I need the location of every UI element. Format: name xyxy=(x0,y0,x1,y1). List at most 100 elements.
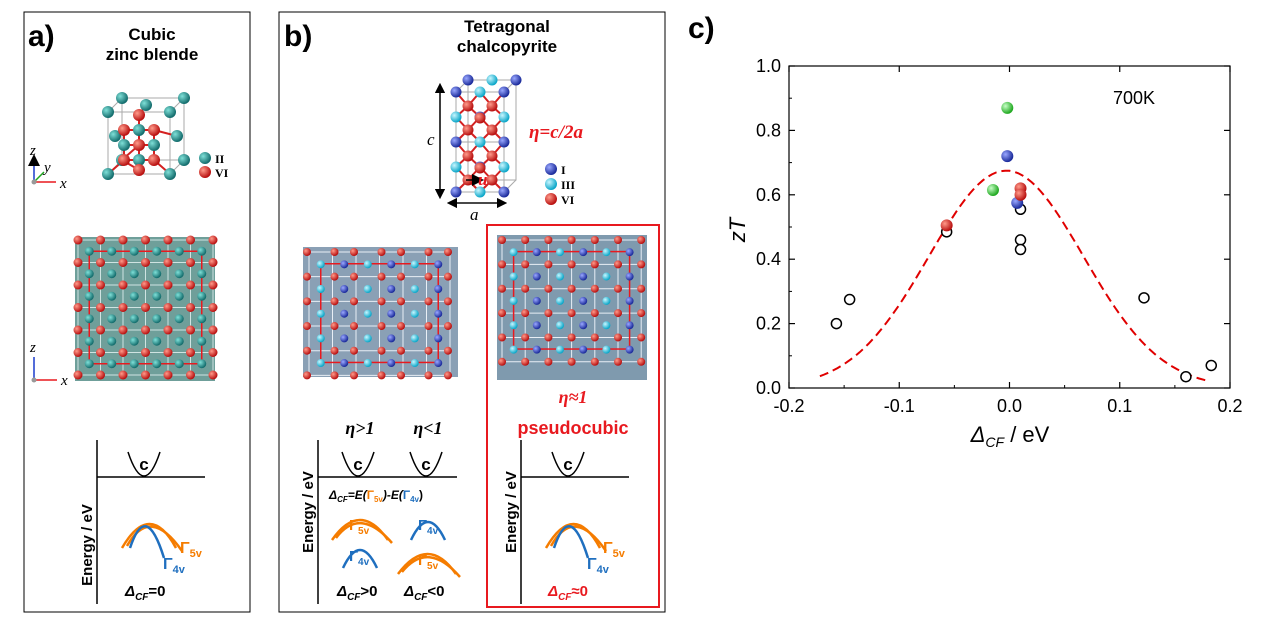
cp-anion-atom xyxy=(486,124,498,136)
zb-cation-atom xyxy=(118,139,130,151)
zb-proj-anion xyxy=(208,258,218,267)
cp-proj-cation xyxy=(509,321,518,330)
zb-proj-anion xyxy=(208,370,218,380)
pseudocubic-label: pseudocubic xyxy=(517,418,628,438)
cp-proj-anion xyxy=(424,248,433,256)
zb-proj-anion xyxy=(208,325,218,335)
cp-anion-atom xyxy=(474,112,486,124)
zb-anion-atom xyxy=(133,139,145,151)
axis-y-label: y xyxy=(42,160,51,176)
cp-proj-cation xyxy=(602,248,611,257)
zb-proj-anion xyxy=(73,280,83,290)
cp-proj-anion xyxy=(590,236,599,244)
zb-proj-anion xyxy=(118,280,128,290)
cp-proj-cation xyxy=(340,359,349,368)
panel-a-title-line1: Cubic xyxy=(128,25,175,44)
cp-proj-anion xyxy=(377,297,386,306)
cp-proj-anion xyxy=(330,248,339,256)
zb-proj-cation xyxy=(152,314,162,324)
cp-proj-cation xyxy=(532,248,541,257)
cp-proj-anion xyxy=(498,236,506,244)
cp-proj-anion xyxy=(350,248,358,256)
zb-proj-cation xyxy=(129,359,139,369)
zb-proj-anion xyxy=(141,235,150,245)
cp-proj-cation xyxy=(340,260,349,269)
zb-proj-anion xyxy=(163,280,173,290)
legend-VI-atom-b xyxy=(545,193,557,205)
cp-proj-anion xyxy=(521,236,530,244)
cp-proj-anion xyxy=(303,322,311,331)
cp-proj-anion xyxy=(330,371,339,380)
lattice-a-label: a xyxy=(470,205,479,224)
gamma4v-label-b3: Γ4v xyxy=(587,556,610,576)
axis-triad-top: z y x xyxy=(28,143,67,192)
cp-proj-anion xyxy=(521,309,530,318)
cp-proj-anion xyxy=(444,346,452,355)
zb-proj-cation xyxy=(152,291,162,301)
cp-proj-anion xyxy=(567,309,576,318)
chart-points xyxy=(830,101,1218,383)
zb-proj-cation xyxy=(129,269,139,279)
cp-proj-anion xyxy=(397,346,405,355)
pseudocubic-highlight-frame xyxy=(486,224,660,608)
chalcopyrite-unit-cell xyxy=(450,74,522,198)
x-axis-label: ΔCF / eV xyxy=(970,422,1050,450)
x-tick-label: 0.0 xyxy=(997,396,1022,416)
cp-proj-cation xyxy=(532,296,541,305)
cp-proj-cation xyxy=(556,248,564,257)
cp-proj-cation xyxy=(410,359,419,368)
zb-proj-cation xyxy=(129,291,139,301)
cp-proj-anion xyxy=(303,272,311,281)
zb-proj-cation xyxy=(152,336,162,346)
zb-proj-cation xyxy=(129,314,139,324)
energy-axis-label-b: Energy / eV xyxy=(300,471,317,553)
cp-anion-atom xyxy=(462,124,474,136)
cp-proj-cation xyxy=(579,321,588,330)
cp-proj-anion xyxy=(614,236,622,244)
zb-proj-cation xyxy=(152,269,162,279)
cp-proj-cation xyxy=(509,345,518,354)
cp-proj-anion xyxy=(521,260,530,269)
cp-anion-atom xyxy=(462,100,474,112)
cp-cation-atom xyxy=(450,186,462,198)
zb-proj-anion xyxy=(118,235,128,245)
zb-proj-anion xyxy=(73,370,83,380)
cp-proj-cation xyxy=(434,309,443,318)
zb-proj-anion xyxy=(96,235,105,245)
cp-proj-anion xyxy=(614,284,622,293)
cp-proj-cation xyxy=(625,248,634,257)
legend-VI-label: VI xyxy=(215,166,229,180)
data-point-green xyxy=(1001,101,1014,114)
cp-proj-anion xyxy=(544,357,553,366)
cp-proj-cation xyxy=(556,296,564,305)
data-point-red xyxy=(1014,188,1027,201)
zb-cation-atom xyxy=(133,154,145,166)
legend-III-atom xyxy=(545,178,557,190)
zb-proj-anion xyxy=(96,325,105,335)
legend-VI-atom xyxy=(199,166,211,178)
cp-proj-anion xyxy=(377,371,386,380)
zb-proj-cation xyxy=(197,314,207,324)
cp-proj-anion xyxy=(498,309,506,318)
zb-proj-anion xyxy=(96,348,105,357)
axis-z-label: z xyxy=(29,143,36,159)
zb-proj-cation xyxy=(174,246,184,256)
panel-b-title-line1: Tetragonal xyxy=(464,17,550,36)
legend-II-label: II xyxy=(215,152,225,166)
zb-proj-anion xyxy=(118,325,128,335)
gamma5v-label-b1: Γ5v xyxy=(349,517,370,537)
panel-b-frame xyxy=(278,11,666,613)
zb-proj-anion xyxy=(163,303,173,312)
energy-diagram-b-right: Energy / eV c Γ5v Γ4v ΔCF≈0 xyxy=(503,440,629,604)
cp-proj-anion xyxy=(377,346,386,355)
cp-proj-cation xyxy=(363,359,372,368)
zb-proj-cation xyxy=(197,291,207,301)
cp-anion-atom xyxy=(486,174,498,186)
cp-proj-anion xyxy=(397,322,405,331)
cp-anion-atom xyxy=(486,150,498,162)
gamma5v-label-a: Γ5v xyxy=(180,540,203,560)
cp-proj-anion xyxy=(567,284,576,293)
cp-proj-anion xyxy=(424,297,433,306)
zb-cation-atom xyxy=(102,106,114,118)
zb-cation-atom xyxy=(140,99,152,111)
